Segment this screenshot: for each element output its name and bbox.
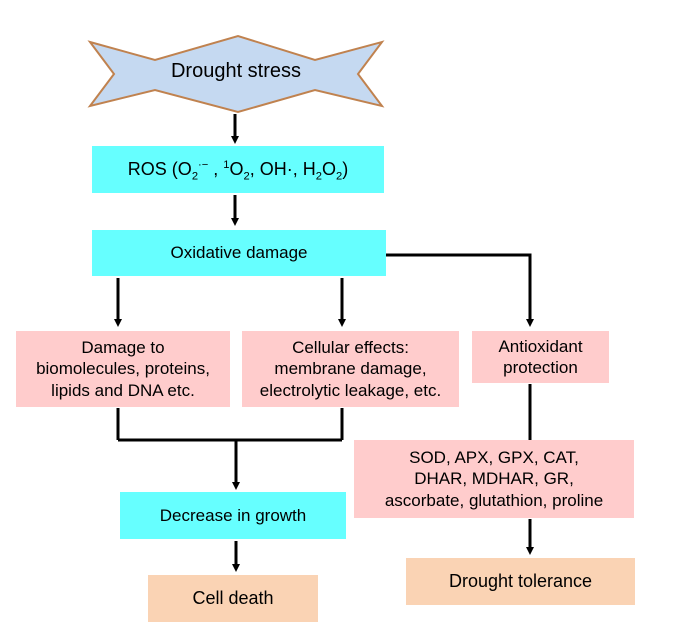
cell-death-label: Cell death [192,588,274,609]
drought-tolerance-box: Drought tolerance [406,558,635,605]
ros-label: ROS (O2·− , 1O2, OH·, H2O2) [127,159,349,183]
cellular-line-3: electrolytic leakage, etc. [259,380,442,400]
antioxidants-list-box: SOD, APX, GPX, CAT, DHAR, MDHAR, GR, asc… [354,440,634,518]
decrease-growth-box: Decrease in growth [120,492,346,539]
drought-stress-label: Drought stress [170,60,302,82]
damage-line-3: lipids and DNA etc. [51,380,195,400]
drought-stress-star [87,34,385,114]
drought-tolerance-label: Drought tolerance [448,571,593,592]
oxidative-damage-box: Oxidative damage [92,230,386,276]
decrease-growth-label: Decrease in growth [159,505,307,525]
damage-line-2: biomolecules, proteins, [36,359,210,379]
cellular-line-2: membrane damage, [274,359,427,379]
ros-box: ROS (O2·− , 1O2, OH·, H2O2) [92,146,384,193]
antioxidants-line-2: DHAR, MDHAR, GR, [414,469,574,489]
antioxidant-line-1: Antioxidant [498,336,583,356]
damage-biomolecules-box: Damage to biomolecules, proteins, lipids… [16,331,230,407]
connector-oxidative-to-antioxidant [386,253,534,327]
cell-death-box: Cell death [148,575,318,622]
damage-line-1: Damage to [81,338,165,358]
antioxidant-line-2: protection [503,358,578,377]
cellular-effects-box: Cellular effects: membrane damage, elect… [242,331,459,407]
antioxidants-line-3: ascorbate, glutathion, proline [384,490,604,510]
antioxidants-line-1: SOD, APX, GPX, CAT, [409,448,579,468]
cellular-line-1: Cellular effects: [292,338,409,358]
antioxidant-protection-box: Antioxidant protection [472,331,609,383]
oxidative-damage-label: Oxidative damage [170,243,308,263]
